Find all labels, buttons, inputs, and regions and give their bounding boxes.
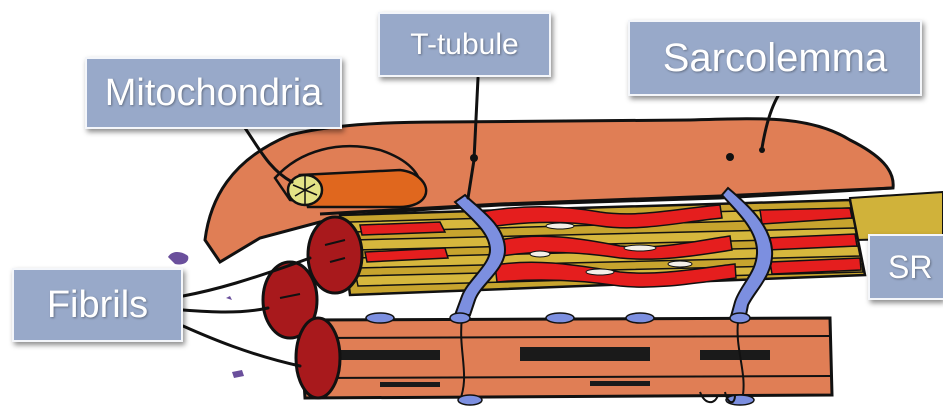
leader-fibrils-2 (183, 308, 268, 312)
t-tubule-label: T-tubule (378, 12, 551, 77)
mitochondria-label: Mitochondria (85, 57, 342, 129)
fibril-cross-section-3 (296, 318, 340, 398)
sr-label: SR (868, 234, 943, 300)
fibrils-label: Fibrils (12, 268, 183, 342)
sr-extension-band (850, 192, 943, 240)
sarcolemma-label: Sarcolemma (628, 20, 922, 96)
fibril-cross-section-1 (308, 217, 362, 293)
